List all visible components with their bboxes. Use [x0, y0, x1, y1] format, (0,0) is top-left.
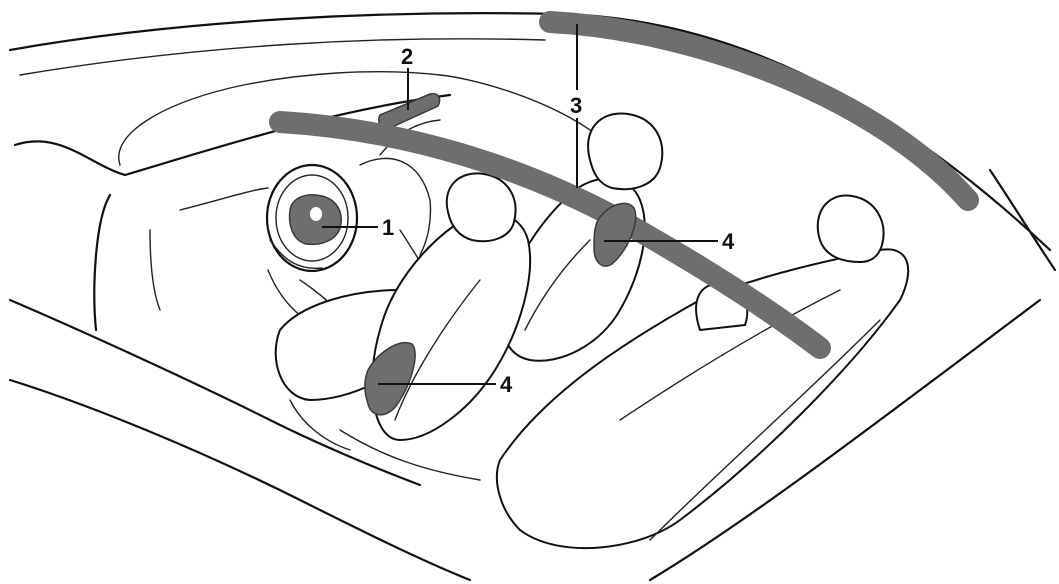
driver-side-airbag: [364, 341, 416, 416]
passenger-front-airbag: [378, 92, 441, 130]
windshield-lower: [13, 93, 452, 177]
left-sill-upper: [8, 298, 422, 487]
callout-4-driver: 4: [500, 372, 513, 397]
driver-seat: [274, 172, 532, 451]
callout-4-passenger: 4: [722, 229, 735, 254]
rear-pillar: [988, 168, 1057, 272]
curtain-airbag-right: [539, 11, 979, 211]
steering-wheel-inner: [275, 174, 349, 262]
steering-spoke: [269, 239, 323, 269]
steering-wheel: [265, 163, 359, 331]
dash-upper-edge: [379, 119, 441, 156]
roof-inner-line: [19, 38, 546, 76]
steering-hub: [310, 207, 322, 221]
driver-headrest: [445, 172, 517, 243]
driver-seat-seam: [394, 279, 481, 421]
passenger-seat-seam: [524, 239, 591, 331]
floor-line: [339, 429, 481, 481]
steering-wheel-rim: [265, 163, 359, 273]
passenger-headrest: [587, 112, 664, 191]
rear-headrest-right: [816, 194, 885, 263]
callout-3: 3: [570, 93, 582, 118]
left-door-front: [93, 193, 112, 332]
dash-center-stack: [359, 157, 432, 256]
passenger-side-airbag: [593, 202, 637, 267]
dash-left-vent: [179, 187, 269, 211]
left-sill-lower: [8, 378, 472, 582]
callout-1: 1: [382, 215, 394, 240]
a-pillar-right: [439, 74, 591, 131]
airbags: [269, 11, 979, 416]
dash-left-panel: [149, 229, 161, 311]
rear-quarter: [648, 298, 1042, 582]
callouts: 1 2 3 4 4: [322, 24, 735, 397]
rear-seat-seam: [619, 289, 841, 421]
callout-2: 2: [401, 44, 413, 69]
dashboard: [179, 119, 441, 256]
driver-seat-base: [289, 399, 351, 451]
rear-seat-edge: [649, 319, 881, 541]
dashboard-top: [118, 71, 441, 166]
